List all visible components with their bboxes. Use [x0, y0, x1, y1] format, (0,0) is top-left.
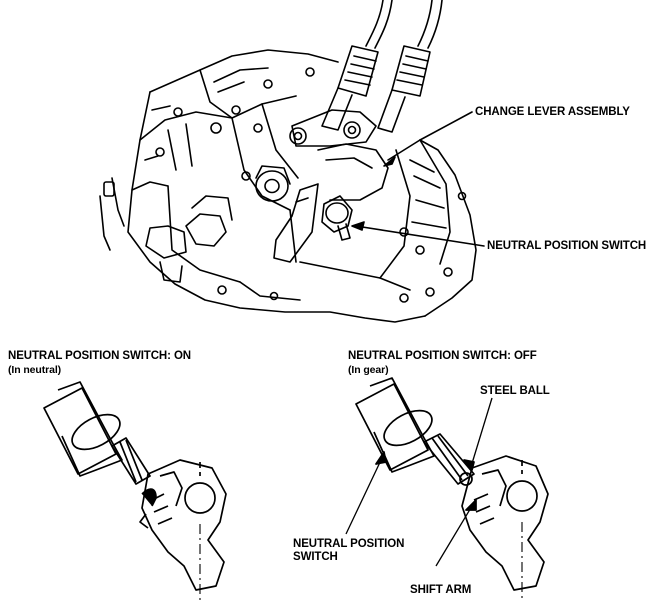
label-shift-arm: SHIFT ARM	[410, 584, 472, 596]
label-nps-line1: NEUTRAL POSITION	[293, 538, 405, 550]
switch-body-off	[355, 383, 429, 471]
heading-switch-on: NEUTRAL POSITION SWITCH: ON	[8, 350, 192, 362]
case-boss-left	[145, 225, 187, 283]
case-bolts	[155, 67, 467, 303]
shift-arm	[141, 459, 227, 591]
label-steel-ball: STEEL BALL	[480, 385, 550, 397]
switch-hex-nut	[57, 381, 123, 477]
steel-ball	[459, 472, 473, 486]
arrowhead-neutral-switch	[351, 221, 365, 231]
label-nps-line2: SWITCH	[293, 551, 338, 563]
label-change-lever-assembly: CHANGE LEVER ASSEMBLY	[475, 106, 630, 118]
subheading-in-gear: (In gear)	[348, 364, 389, 376]
output-flange	[255, 165, 291, 202]
switch-body	[43, 387, 117, 475]
leader-neutral-switch	[355, 225, 485, 247]
label-neutral-position-switch-detail: NEUTRAL POSITION SWITCH	[293, 538, 404, 564]
heading-switch-off: NEUTRAL POSITION SWITCH: OFF	[348, 350, 537, 362]
switch-off-detail	[345, 377, 549, 600]
subheading-in-neutral: (In neutral)	[8, 364, 62, 376]
leader-change-lever	[387, 111, 473, 161]
change-lever-assembly	[273, 109, 389, 263]
neutral-switch-installed	[321, 195, 353, 241]
label-neutral-position-switch: NEUTRAL POSITION SWITCH	[487, 240, 647, 252]
shift-arm-off	[461, 455, 549, 591]
arrowhead-change-lever	[383, 156, 396, 167]
switch-thread	[111, 437, 151, 485]
switch-on-detail	[43, 381, 227, 600]
shift-cables	[321, 0, 443, 133]
breather-fitting	[99, 177, 125, 251]
transmission-case	[127, 49, 477, 323]
switch-thread-off	[423, 433, 475, 485]
